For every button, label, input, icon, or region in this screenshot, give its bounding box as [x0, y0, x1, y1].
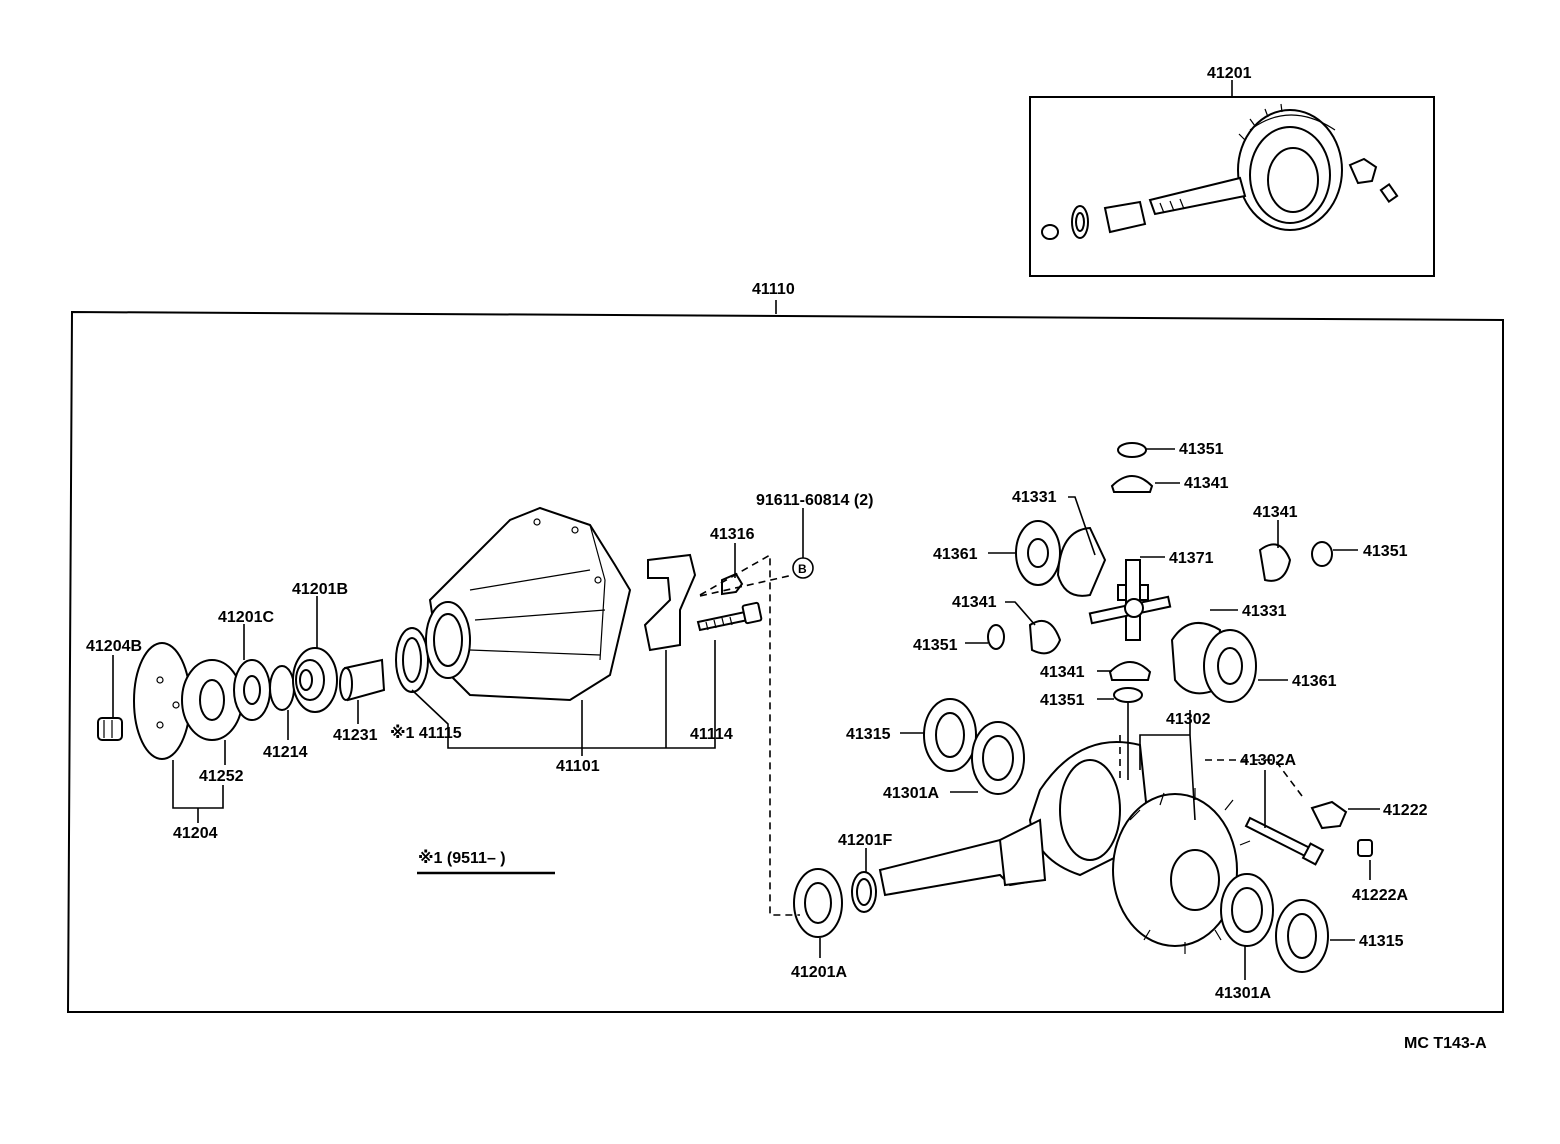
label-41302: 41302: [1166, 711, 1211, 728]
label-41231: 41231: [333, 727, 378, 744]
cap-bolt-drawing: [696, 601, 763, 632]
label-41301A-upper: 41301A: [883, 785, 939, 802]
label-41115: ※1 41115: [390, 724, 462, 742]
ring-gear-bolts-drawing: [1244, 800, 1373, 866]
label-41101: 41101: [556, 758, 600, 775]
carrier-assy-box: 41110: [66, 281, 1504, 1013]
label-B-marker: B: [798, 562, 807, 576]
group-label-41201: 41201: [1207, 65, 1252, 82]
label-41301A-lower: 41301A: [1215, 985, 1271, 1002]
side-bearing-upper-drawing: [923, 698, 1025, 795]
label-41361-left: 41361: [933, 546, 978, 563]
label-41371: 41371: [1169, 550, 1214, 567]
applicability-note: ※1 (9511– ): [418, 849, 506, 867]
label-41331-left: 41331: [1012, 489, 1057, 506]
label-41222A: 41222A: [1352, 887, 1408, 904]
flange-nut-drawing: [97, 717, 123, 741]
spacer-41231-drawing: [339, 658, 386, 702]
label-41204: 41204: [173, 825, 218, 842]
label-41351-top: 41351: [1179, 441, 1224, 458]
group-label-41110: 41110: [752, 281, 795, 298]
carrier-housing-drawing: [425, 506, 632, 702]
drive-pinion-drawing: [878, 818, 1047, 897]
label-41351-bottom: 41351: [1040, 692, 1085, 709]
pinion-bearing-drawing: [793, 868, 877, 938]
diagram-code: MC T143-A: [1404, 1035, 1487, 1052]
bearing-41201B-drawing: [292, 647, 338, 713]
diff-gear-set-drawing: [987, 442, 1333, 703]
label-41361-right: 41361: [1292, 673, 1337, 690]
label-41201F: 41201F: [838, 832, 892, 849]
side-bearing-lower-drawing: [1220, 873, 1329, 973]
label-41252: 41252: [199, 768, 244, 785]
label-41341-left: 41341: [952, 594, 997, 611]
small-bolts-drawing: [1348, 157, 1399, 203]
bearing-cap-drawing: [643, 553, 697, 652]
part-labels: 41204B 41201C 41201B 41252 41214 41231 4…: [86, 441, 1487, 1052]
label-91611-60814: 91611-60814 (2): [756, 492, 873, 509]
label-41302A: 41302A: [1240, 752, 1296, 769]
label-41341-bottom: 41341: [1040, 664, 1085, 681]
oil-seal-41115-drawing: [395, 627, 429, 693]
pinion-shaft-drawing: [1041, 176, 1247, 240]
label-41316: 41316: [710, 526, 755, 543]
label-41201B: 41201B: [292, 581, 348, 598]
label-41201A: 41201A: [791, 964, 847, 981]
label-41201C: 41201C: [218, 609, 274, 626]
diff-case-ring-gear-drawing: [1028, 741, 1251, 954]
label-41114: 41114: [690, 726, 733, 743]
leader-lines: [112, 448, 1380, 980]
ring-pinion-inset: 41201: [1029, 65, 1435, 277]
washer-41214-drawing: [269, 665, 295, 711]
label-41222: 41222: [1383, 802, 1428, 819]
label-41351-right: 41351: [1363, 543, 1408, 560]
label-41214: 41214: [263, 744, 308, 761]
label-41315-upper: 41315: [846, 726, 891, 743]
companion-flange-drawing: [133, 642, 243, 760]
label-41315-lower: 41315: [1359, 933, 1404, 950]
label-41341-top: 41341: [1184, 475, 1229, 492]
label-41341-right: 41341: [1253, 504, 1298, 521]
label-41351-left: 41351: [913, 637, 958, 654]
oil-seal-41201C-drawing: [233, 659, 271, 721]
label-41331-right: 41331: [1242, 603, 1287, 620]
ring-gear-drawing: [1237, 103, 1343, 231]
label-41204B: 41204B: [86, 638, 142, 655]
